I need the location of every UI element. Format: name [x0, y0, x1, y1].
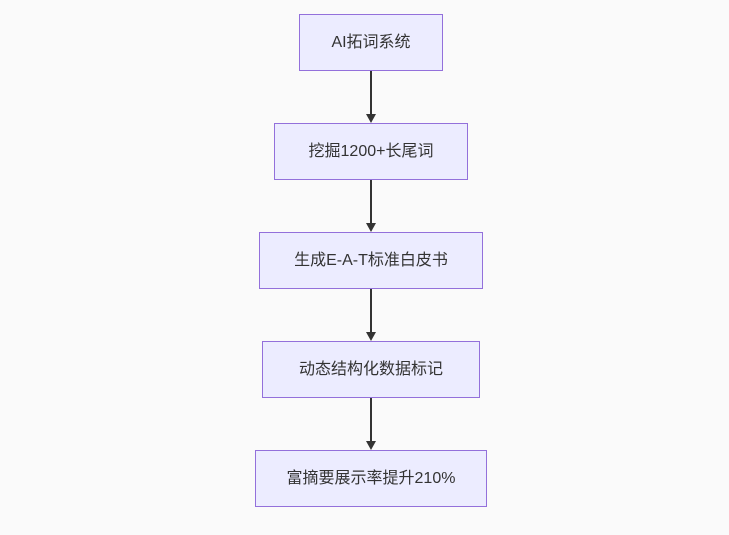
arrowhead-down-icon [366, 223, 376, 232]
arrow-line [370, 71, 372, 114]
flow-node-longtail-mining: 挖掘1200+长尾词 [274, 123, 468, 180]
arrow-connector [366, 398, 376, 450]
arrow-connector [366, 71, 376, 123]
arrowhead-down-icon [366, 114, 376, 123]
flowchart-column: AI拓词系统 挖掘1200+长尾词 生成E-A-T标准白皮书 动态结构化数据标记… [255, 14, 487, 507]
flow-node-eat-whitepaper: 生成E-A-T标准白皮书 [259, 232, 483, 289]
arrow-line [370, 180, 372, 223]
arrow-line [370, 398, 372, 441]
arrow-line [370, 289, 372, 332]
flow-node-rich-snippet-result: 富摘要展示率提升210% [255, 450, 487, 507]
arrow-connector [366, 289, 376, 341]
arrow-connector [366, 180, 376, 232]
arrowhead-down-icon [366, 441, 376, 450]
flow-node-structured-data-markup: 动态结构化数据标记 [262, 341, 480, 398]
arrowhead-down-icon [366, 332, 376, 341]
flow-node-ai-keyword-system: AI拓词系统 [299, 14, 443, 71]
